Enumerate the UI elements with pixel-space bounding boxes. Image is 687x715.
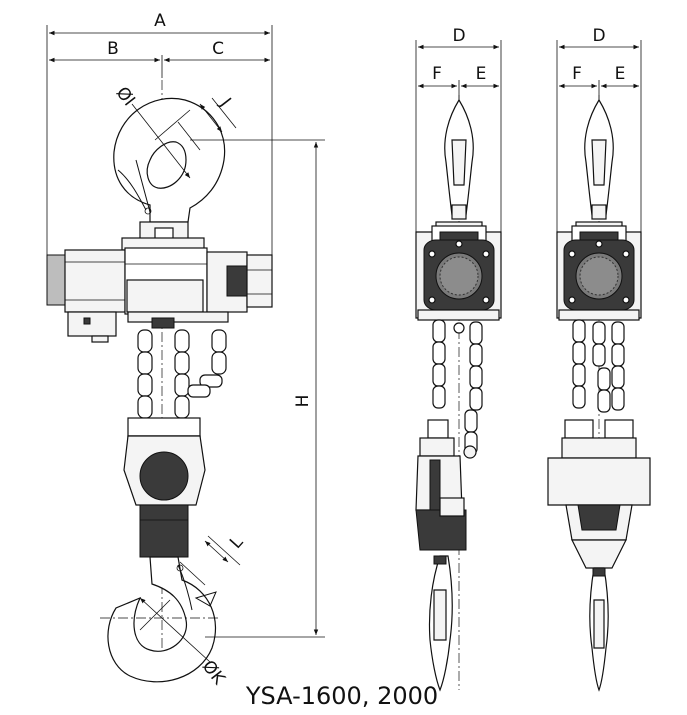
label-a: A [154, 11, 166, 31]
label-e-2: E [615, 64, 626, 84]
label-d-1: D [452, 26, 465, 46]
label-l: L [226, 532, 248, 553]
side-view-2 [547, 40, 651, 692]
bottom-hook [100, 535, 241, 683]
side-view-1 [415, 40, 502, 692]
bottom-block [123, 417, 206, 558]
hoist-body [46, 247, 273, 343]
label-h: H [293, 395, 313, 408]
top-hook [113, 97, 237, 223]
front-chains [137, 329, 227, 419]
dimension-line-j [199, 103, 223, 133]
label-j: J [215, 94, 234, 111]
label-f-1: F [432, 64, 442, 84]
label-e-1: E [476, 64, 487, 84]
front-view [46, 25, 325, 683]
label-f-2: F [572, 64, 582, 84]
label-c: C [212, 39, 224, 59]
label-b: B [107, 39, 119, 59]
label-d-2: D [592, 26, 605, 46]
label-i: ØI [112, 83, 139, 110]
dimension-line-l [204, 540, 229, 563]
model-caption: YSA-1600, 2000 [245, 682, 438, 710]
